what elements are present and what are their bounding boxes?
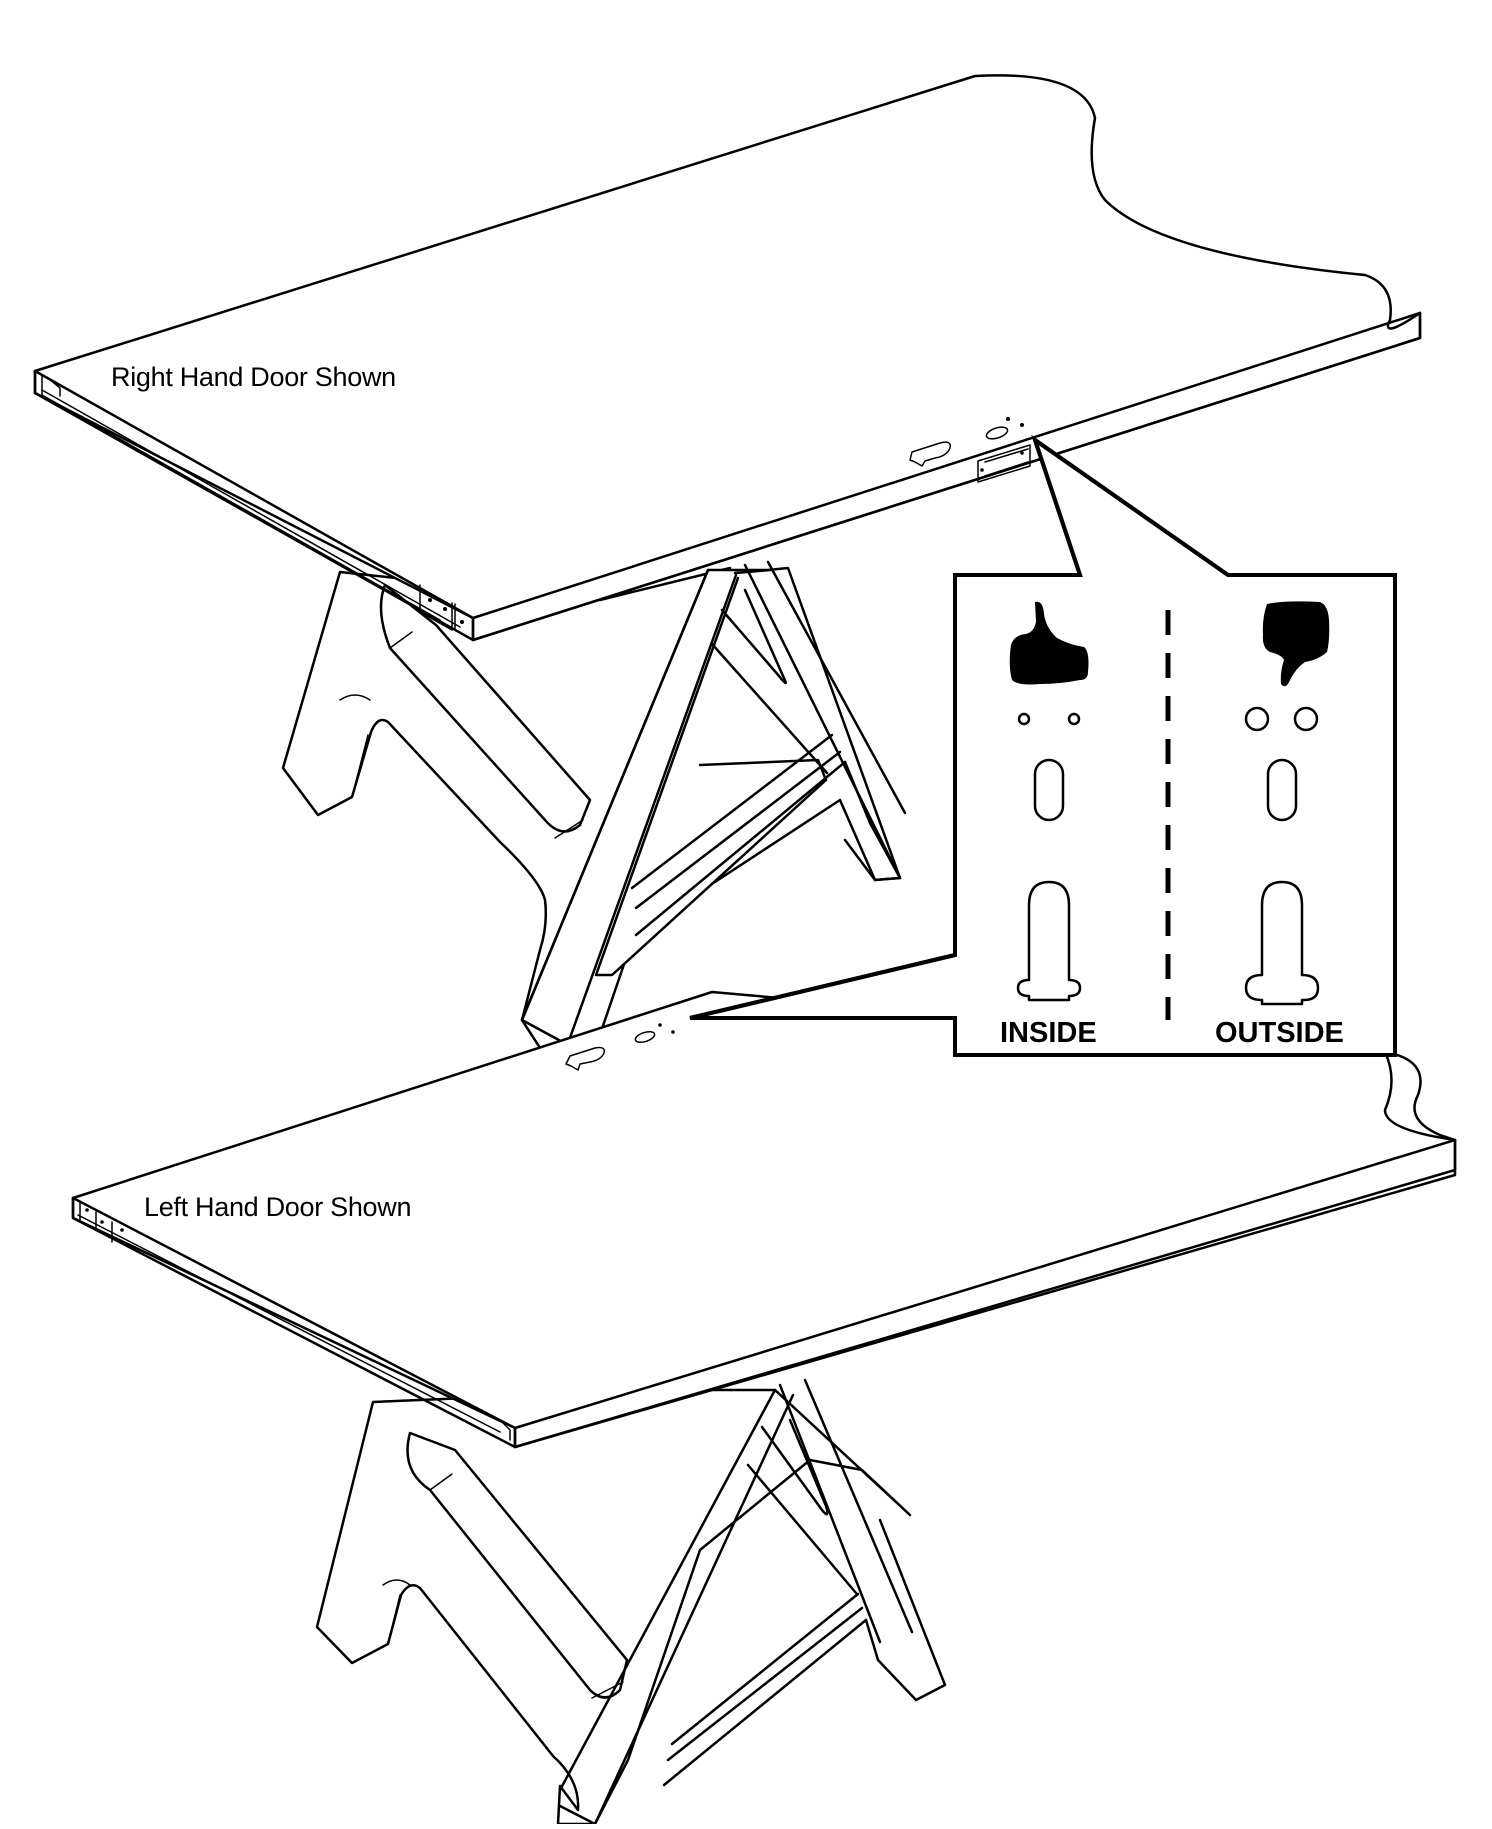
upper-sawhorse xyxy=(281,560,907,1076)
thumbs-down-icon xyxy=(1262,601,1330,687)
outside-column xyxy=(1244,601,1330,1006)
upper-door xyxy=(33,74,1422,642)
upper-view-label: Right Hand Door Shown xyxy=(111,362,396,392)
lower-sawhorse xyxy=(315,1378,947,1826)
thumbs-up-icon xyxy=(1009,601,1089,685)
inside-label: INSIDE xyxy=(1000,1017,1097,1049)
inside-column xyxy=(1009,601,1089,1002)
callout-balloon xyxy=(689,434,1397,1057)
outside-label: OUTSIDE xyxy=(1215,1017,1344,1049)
lower-door xyxy=(71,990,1457,1449)
lower-door-wavy-edge xyxy=(1383,1050,1457,1142)
lower-view-label: Left Hand Door Shown xyxy=(144,1192,412,1222)
